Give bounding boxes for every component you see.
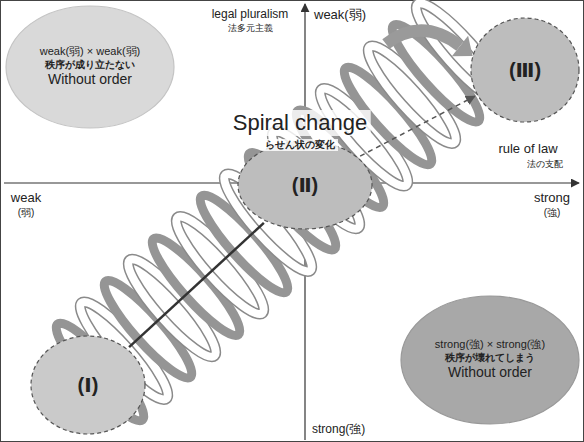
axis-label: 法多元主義 bbox=[228, 23, 273, 34]
connector bbox=[129, 223, 264, 347]
axis-label: strong(強) bbox=[312, 422, 365, 436]
node-text: strong(強) × strong(強) bbox=[435, 338, 545, 352]
curved-arrow-head bbox=[452, 36, 473, 56]
node-text: 秩序が成り立たない bbox=[45, 59, 135, 72]
node-text: (Ⅲ) bbox=[509, 58, 541, 83]
curved-arrow-shaft bbox=[386, 30, 460, 46]
stage-circle: (Ⅲ) bbox=[470, 17, 580, 123]
connector bbox=[360, 96, 475, 156]
ellipse-shape bbox=[31, 336, 145, 434]
node-text: (Ⅱ) bbox=[292, 173, 319, 198]
axis-label: (強) bbox=[544, 207, 561, 219]
stage-circle: (Ⅱ) bbox=[237, 140, 373, 230]
node-text: Without order bbox=[448, 364, 532, 382]
ellipse-shape bbox=[6, 6, 174, 128]
node-text: weak(弱) × weak(弱) bbox=[40, 45, 141, 59]
node-text: Without order bbox=[48, 71, 132, 89]
axis-label: 法の支配 bbox=[527, 159, 563, 170]
axis-label: legal pluralism bbox=[212, 7, 289, 21]
ellipse-shape bbox=[238, 141, 372, 229]
spiral-caption: らせん状の変化 bbox=[262, 139, 338, 151]
region-ellipse: strong(強) × strong(強)秩序が壊れてしまうWithout or… bbox=[400, 295, 580, 425]
region-ellipse: weak(弱) × weak(弱)秩序が成り立たないWithout order bbox=[5, 5, 175, 129]
spiral-caption: Spiral change bbox=[230, 110, 371, 136]
node-text: 秩序が壊れてしまう bbox=[445, 352, 535, 365]
stage-circle: (Ⅰ) bbox=[30, 335, 146, 435]
axis-label: (弱) bbox=[18, 207, 35, 219]
axis-label: weak(弱) bbox=[314, 7, 366, 23]
ellipse-shape bbox=[471, 18, 579, 122]
axis-label: rule of law bbox=[498, 141, 557, 157]
axis-label: strong bbox=[534, 190, 570, 206]
axis-label: weak bbox=[11, 190, 41, 206]
ellipse-shape bbox=[401, 296, 579, 424]
node-text: (Ⅰ) bbox=[78, 373, 99, 398]
